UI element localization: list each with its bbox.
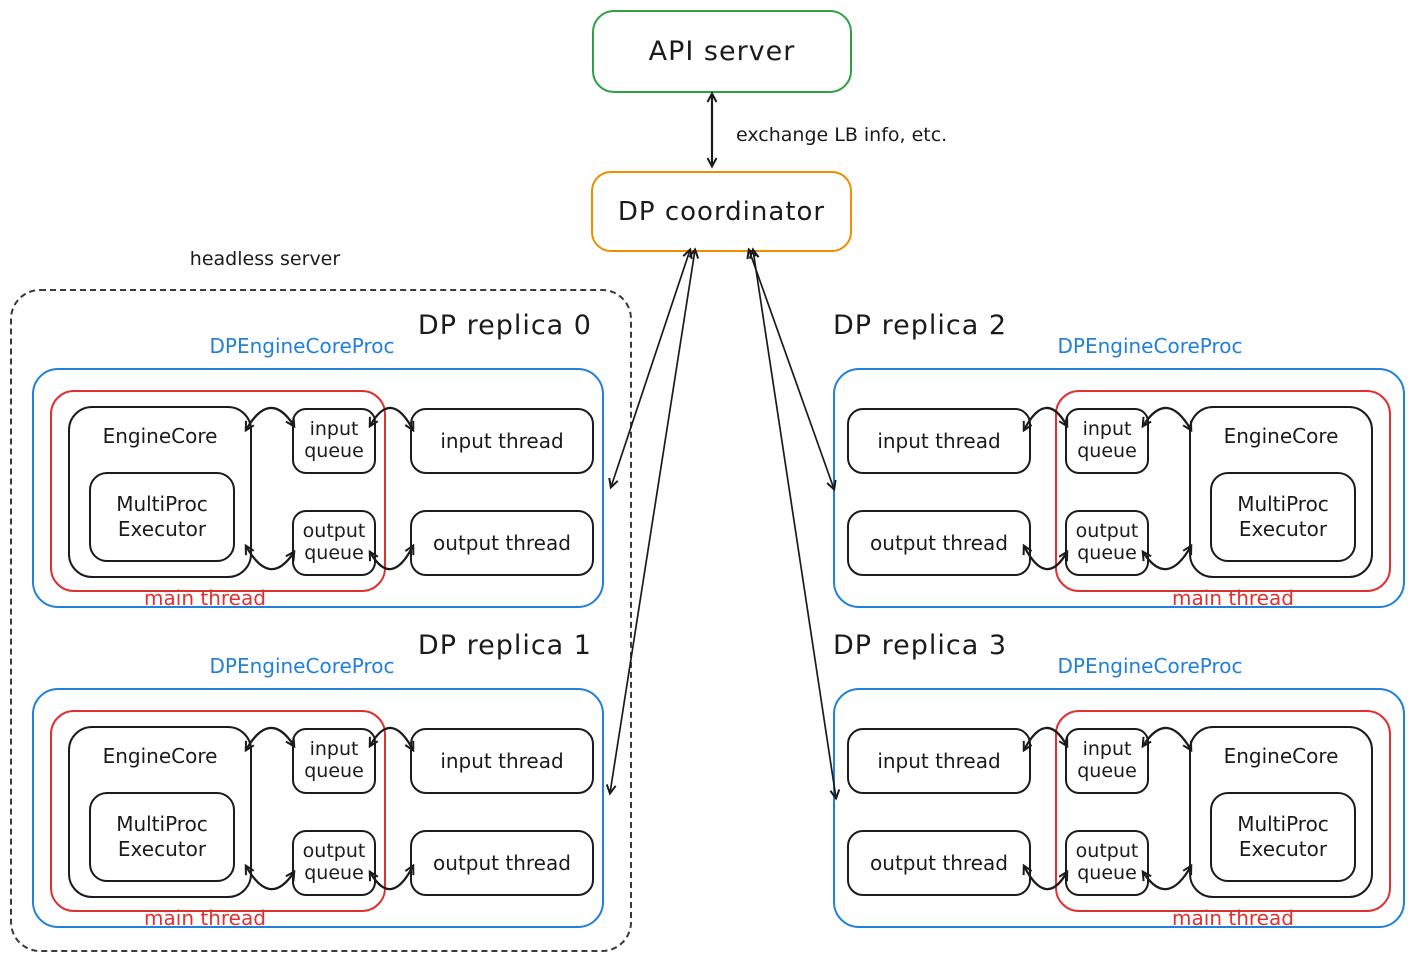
multiproc-executor-box: MultiProc Executor bbox=[1210, 472, 1356, 562]
coordinator-replica2-arrow bbox=[749, 250, 834, 489]
engine-core-label: EngineCore bbox=[1223, 424, 1339, 448]
output-queue-box: output queue bbox=[292, 510, 376, 576]
multiproc-label-line2: Executor bbox=[117, 837, 207, 861]
engine-core-proc-box bbox=[833, 688, 1405, 928]
output-queue-label-line2: queue bbox=[1077, 862, 1137, 884]
engine-core-box: EngineCore MultiProc Executor bbox=[68, 406, 252, 578]
input-queue-box: input queue bbox=[292, 728, 376, 794]
dp-replica-2: DP replica 2 DPEngineCoreProc EngineCore… bbox=[833, 310, 1405, 610]
multiproc-label-line2: Executor bbox=[1238, 517, 1328, 541]
engine-core-label: EngineCore bbox=[102, 424, 218, 448]
output-queue-box: output queue bbox=[1065, 510, 1149, 576]
api-server-label: API server bbox=[648, 36, 796, 67]
input-queue-label-line2: queue bbox=[304, 760, 364, 782]
dp-replica-1: DP replica 1 DPEngineCoreProc EngineCore… bbox=[32, 630, 604, 930]
input-queue-label-line1: input bbox=[309, 738, 359, 761]
input-queue-label-line2: queue bbox=[1077, 440, 1137, 462]
output-queue-label-line2: queue bbox=[304, 542, 364, 564]
input-queue-box: input queue bbox=[1065, 408, 1149, 474]
input-queue-label-line2: queue bbox=[1077, 760, 1137, 782]
api-server-node: API server bbox=[592, 10, 852, 93]
engine-core-label: EngineCore bbox=[102, 744, 218, 768]
main-thread-label: main thread bbox=[144, 906, 266, 930]
coordinator-replica3-arrow bbox=[753, 250, 836, 798]
output-queue-label-line2: queue bbox=[304, 862, 364, 884]
main-thread-box bbox=[1055, 710, 1391, 912]
engine-core-box: EngineCore MultiProc Executor bbox=[1189, 406, 1373, 578]
replica-title: DP replica 3 bbox=[833, 630, 1008, 661]
output-queue-label-line1: output bbox=[302, 840, 366, 863]
output-thread-box: output thread bbox=[410, 830, 594, 896]
main-thread-label: main thread bbox=[1172, 906, 1294, 930]
input-queue-label-line1: input bbox=[1082, 418, 1132, 441]
dp-coordinator-node: DP coordinator bbox=[591, 171, 852, 252]
replica-title: DP replica 2 bbox=[833, 310, 1008, 341]
headless-server-label: headless server bbox=[189, 248, 341, 270]
multiproc-label-line1: MultiProc bbox=[116, 492, 208, 516]
output-thread-box: output thread bbox=[847, 510, 1031, 576]
proc-label: DPEngineCoreProc bbox=[209, 654, 395, 678]
multiproc-executor-box: MultiProc Executor bbox=[89, 792, 235, 882]
input-queue-box: input queue bbox=[292, 408, 376, 474]
proc-label: DPEngineCoreProc bbox=[209, 334, 395, 358]
exchange-lb-annotation: exchange LB info, etc. bbox=[736, 124, 948, 146]
multiproc-label-line2: Executor bbox=[1238, 837, 1328, 861]
main-thread-label: main thread bbox=[1172, 586, 1294, 610]
input-thread-box: input thread bbox=[847, 408, 1031, 474]
engine-core-proc-box bbox=[32, 688, 604, 928]
input-queue-box: input queue bbox=[1065, 728, 1149, 794]
output-queue-label-line1: output bbox=[1075, 520, 1139, 543]
multiproc-executor-box: MultiProc Executor bbox=[89, 472, 235, 562]
output-queue-box: output queue bbox=[1065, 830, 1149, 896]
engine-core-proc-box bbox=[32, 368, 604, 608]
input-queue-label-line2: queue bbox=[304, 440, 364, 462]
dp-replica-0: DP replica 0 DPEngineCoreProc EngineCore… bbox=[32, 310, 604, 610]
multiproc-label-line2: Executor bbox=[117, 517, 207, 541]
multiproc-label-line1: MultiProc bbox=[1237, 812, 1329, 836]
main-thread-label: main thread bbox=[144, 586, 266, 610]
output-thread-box: output thread bbox=[410, 510, 594, 576]
engine-core-box: EngineCore MultiProc Executor bbox=[1189, 726, 1373, 898]
output-thread-box: output thread bbox=[847, 830, 1031, 896]
main-thread-box bbox=[50, 710, 386, 912]
replica-title: DP replica 0 bbox=[417, 310, 592, 341]
engine-core-label: EngineCore bbox=[1223, 744, 1339, 768]
input-thread-box: input thread bbox=[410, 408, 594, 474]
proc-label: DPEngineCoreProc bbox=[1057, 334, 1243, 358]
output-queue-label-line1: output bbox=[1075, 840, 1139, 863]
replica-title: DP replica 1 bbox=[417, 630, 592, 661]
main-thread-box bbox=[1055, 390, 1391, 592]
dp-replica-3: DP replica 3 DPEngineCoreProc EngineCore… bbox=[833, 630, 1405, 930]
output-queue-box: output queue bbox=[292, 830, 376, 896]
input-queue-label-line1: input bbox=[309, 418, 359, 441]
dp-coordinator-label: DP coordinator bbox=[617, 196, 826, 227]
input-queue-label-line1: input bbox=[1082, 738, 1132, 761]
multiproc-label-line1: MultiProc bbox=[1237, 492, 1329, 516]
main-thread-box bbox=[50, 390, 386, 592]
multiproc-label-line1: MultiProc bbox=[116, 812, 208, 836]
output-queue-label-line1: output bbox=[302, 520, 366, 543]
input-thread-box: input thread bbox=[847, 728, 1031, 794]
multiproc-executor-box: MultiProc Executor bbox=[1210, 792, 1356, 882]
proc-label: DPEngineCoreProc bbox=[1057, 654, 1243, 678]
output-queue-label-line2: queue bbox=[1077, 542, 1137, 564]
input-thread-box: input thread bbox=[410, 728, 594, 794]
engine-core-box: EngineCore MultiProc Executor bbox=[68, 726, 252, 898]
